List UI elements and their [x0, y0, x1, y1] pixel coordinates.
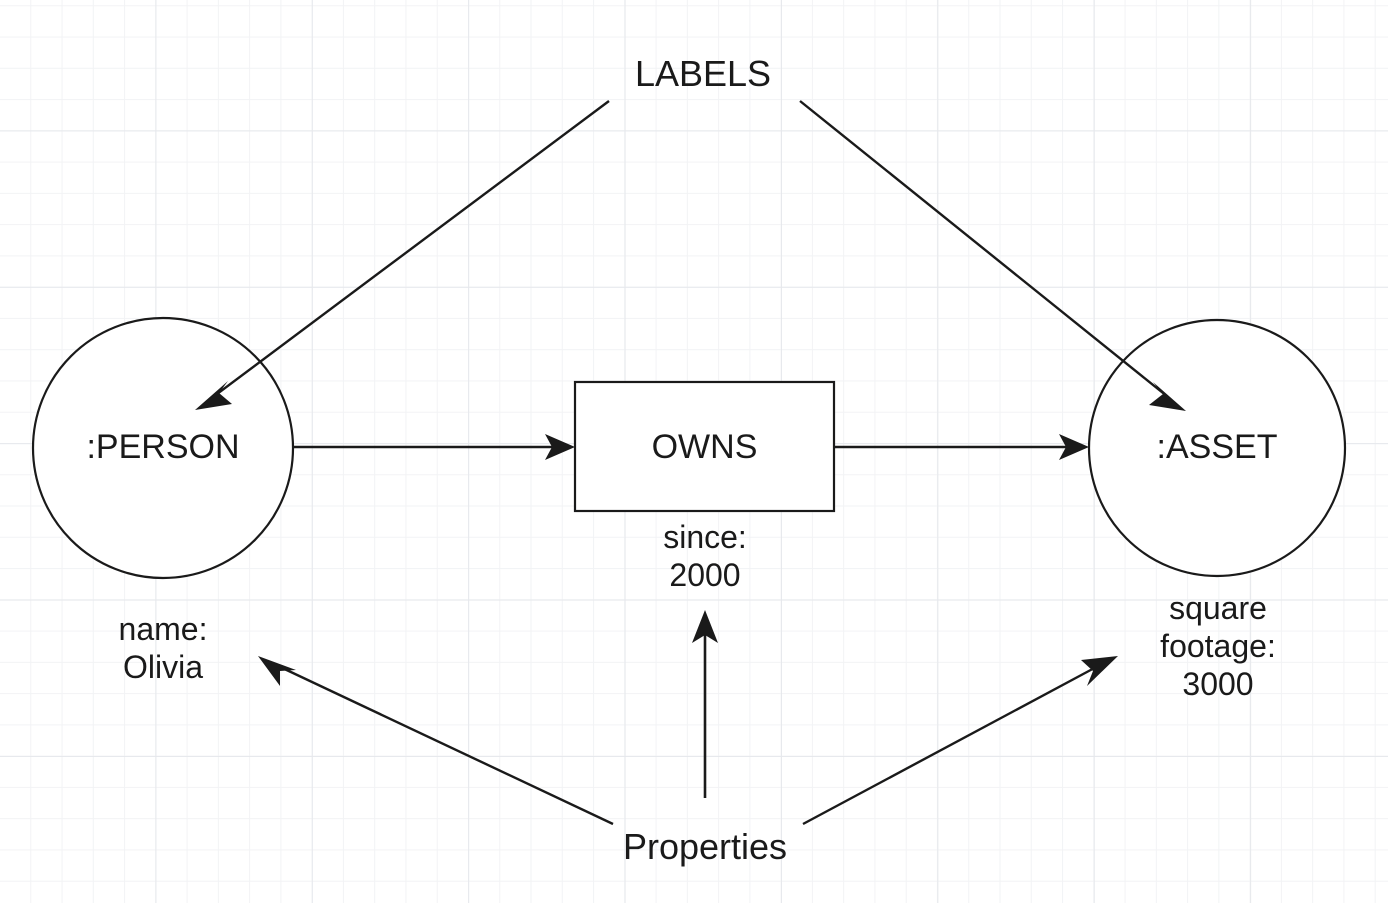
relationship-owns-property-label: since: 2000	[663, 519, 747, 593]
edge-owns-to-asset-arrowhead	[1059, 434, 1089, 460]
edge-properties-to-person-property	[275, 663, 614, 826]
edge-labels-to-person	[212, 100, 610, 398]
edge-properties-to-asset-property	[802, 663, 1101, 826]
edge-labels-to-person-arrowhead	[195, 381, 232, 410]
node-person-property-label: name: Olivia	[118, 611, 208, 685]
relationship-owns-label: OWNS	[651, 428, 758, 466]
node-asset-label: :ASSET	[1156, 428, 1278, 466]
edge-properties-to-relationship-property-arrowhead	[692, 610, 718, 643]
edge-properties-to-person-property-arrowhead	[258, 656, 296, 686]
relationship-owns-rect[interactable]	[573, 380, 836, 513]
edge-labels-to-asset-arrowhead	[1149, 382, 1186, 411]
node-person-label: :PERSON	[86, 428, 240, 466]
edge-labels-to-asset	[799, 100, 1169, 398]
labels-title: LABELS	[634, 53, 772, 94]
properties-title: Properties	[622, 826, 788, 867]
edge-person-to-owns-arrowhead	[545, 434, 575, 460]
node-asset-property-label: square footage: 3000	[1160, 590, 1276, 702]
edge-properties-to-asset-property-arrowhead	[1081, 656, 1118, 686]
